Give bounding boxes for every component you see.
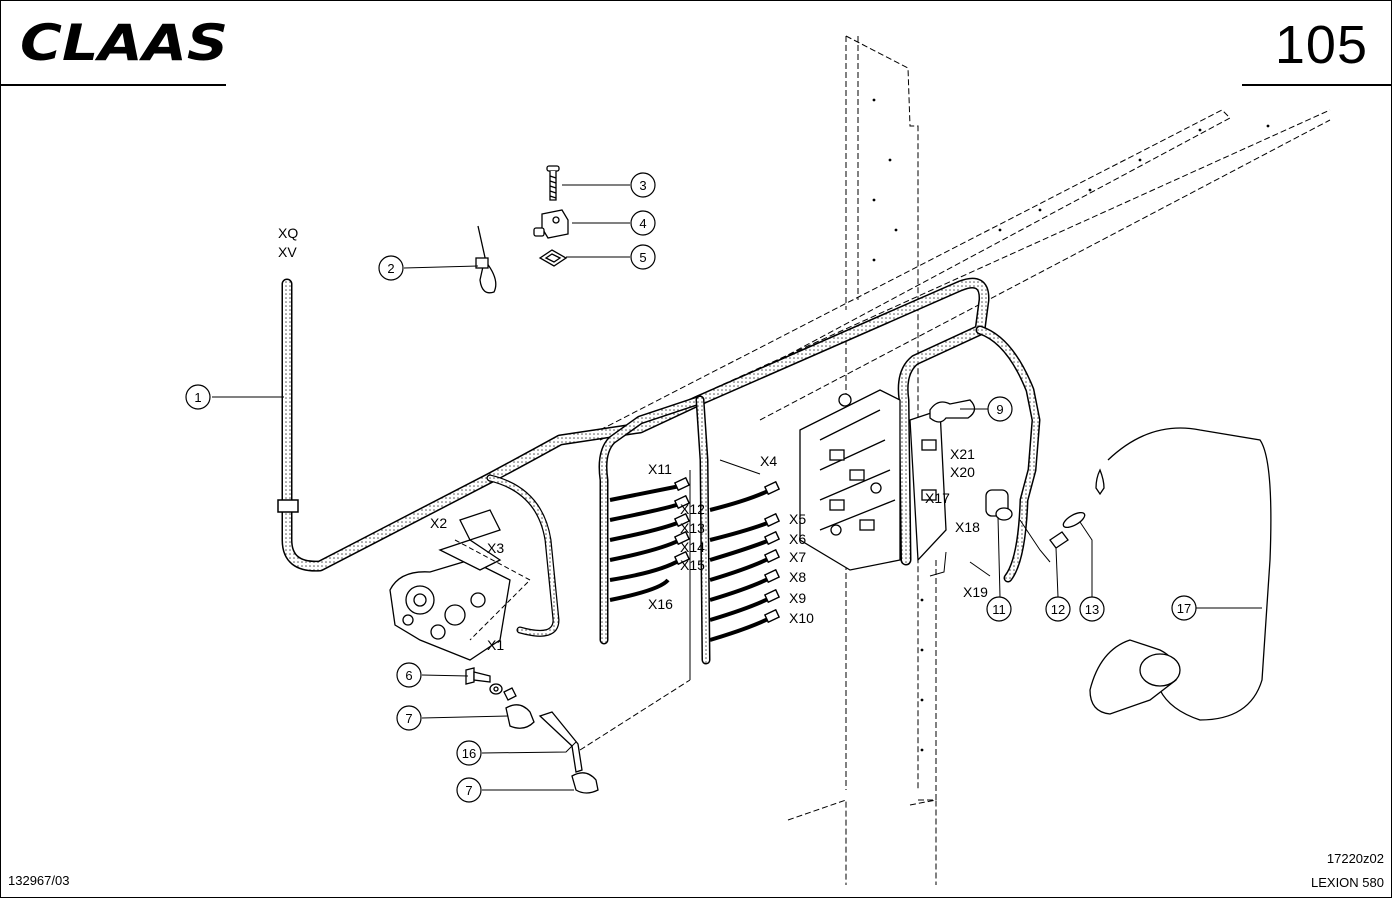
callout-3: 3 xyxy=(639,178,646,193)
callout-1: 1 xyxy=(194,390,201,405)
label-x1: X1 xyxy=(487,637,504,653)
callout-circle-3 xyxy=(630,172,656,198)
drawing-ref: 17220z02 xyxy=(1326,851,1384,866)
callout-5: 5 xyxy=(639,250,646,265)
callout-12: 12 xyxy=(1051,602,1065,617)
cable-tie-1 xyxy=(277,499,299,513)
label-xq: XQ xyxy=(278,225,298,241)
header-rule-left xyxy=(0,84,226,86)
page-number: 105 xyxy=(1274,15,1368,75)
label-x19: X19 xyxy=(963,584,988,600)
callout-17: 17 xyxy=(1177,601,1191,616)
label-x18: X18 xyxy=(955,519,980,535)
leader-lines xyxy=(212,184,1262,791)
model-name: LEXION 580 xyxy=(1311,875,1384,890)
header-rule-right xyxy=(1242,84,1392,86)
label-x14: X14 xyxy=(680,539,705,555)
callout-circle-2 xyxy=(378,255,404,281)
callout-circle-1 xyxy=(185,384,211,410)
label-x11: X11 xyxy=(648,461,672,477)
label-x9: X9 xyxy=(789,590,806,606)
callout-16: 16 xyxy=(462,746,476,761)
label-x13: X13 xyxy=(680,520,705,536)
label-x6: X6 xyxy=(789,531,806,547)
label-x21: X21 xyxy=(950,446,975,462)
label-xv: XV xyxy=(278,244,297,260)
label-x17: X17 xyxy=(925,490,950,506)
callout-circle-12 xyxy=(1045,596,1071,622)
callout-circle-9 xyxy=(987,396,1013,422)
callout-9: 9 xyxy=(996,402,1003,417)
label-x7: X7 xyxy=(789,549,806,565)
claas-logo: CLAAS xyxy=(20,14,228,72)
main-harness xyxy=(281,277,1041,665)
callout-circle-4 xyxy=(630,210,656,236)
callout-7b: 7 xyxy=(465,783,472,798)
label-x16: X16 xyxy=(648,596,673,612)
label-x12: X12 xyxy=(680,501,705,517)
label-x8: X8 xyxy=(789,569,806,585)
pump-dash-outline xyxy=(454,539,531,641)
doc-number: 132967/03 xyxy=(8,873,70,888)
callout-circle-7a xyxy=(396,705,422,731)
valve-block xyxy=(799,389,947,571)
label-x4: X4 xyxy=(760,453,777,469)
svg-text:CLAAS: CLAAS xyxy=(20,14,228,72)
connector-plugs xyxy=(609,476,781,642)
hydraulic-pump xyxy=(389,509,511,661)
callout-circle-5 xyxy=(630,244,656,270)
callout-circle-7b xyxy=(456,777,482,803)
callout-circles xyxy=(185,172,1197,803)
callout-2: 2 xyxy=(387,261,394,276)
callout-circle-13 xyxy=(1079,596,1105,622)
callout-7a: 7 xyxy=(405,711,412,726)
callout-circle-6 xyxy=(396,662,422,688)
connector-labels: X1 X2 X3 X4 X5 X6 X7 X8 X9 X10 X11 X12 X… xyxy=(430,446,988,653)
label-x10: X10 xyxy=(789,610,814,626)
label-x2: X2 xyxy=(430,515,447,531)
label-x15: X15 xyxy=(680,557,705,573)
label-x3: X3 xyxy=(487,540,504,556)
parts xyxy=(465,165,1272,794)
callout-4: 4 xyxy=(639,216,646,231)
callout-numbers: 1 2 3 4 5 6 7 7 9 11 12 13 16 17 xyxy=(194,178,1191,798)
callout-13: 13 xyxy=(1085,602,1099,617)
callout-circle-17 xyxy=(1171,595,1197,621)
callout-6: 6 xyxy=(405,668,412,683)
callout-circle-11 xyxy=(986,596,1012,622)
callout-11: 11 xyxy=(992,602,1006,617)
label-x5: X5 xyxy=(789,511,806,527)
label-x20: X20 xyxy=(950,464,975,480)
frame-holes xyxy=(872,98,1270,752)
callout-circle-16 xyxy=(456,740,482,766)
